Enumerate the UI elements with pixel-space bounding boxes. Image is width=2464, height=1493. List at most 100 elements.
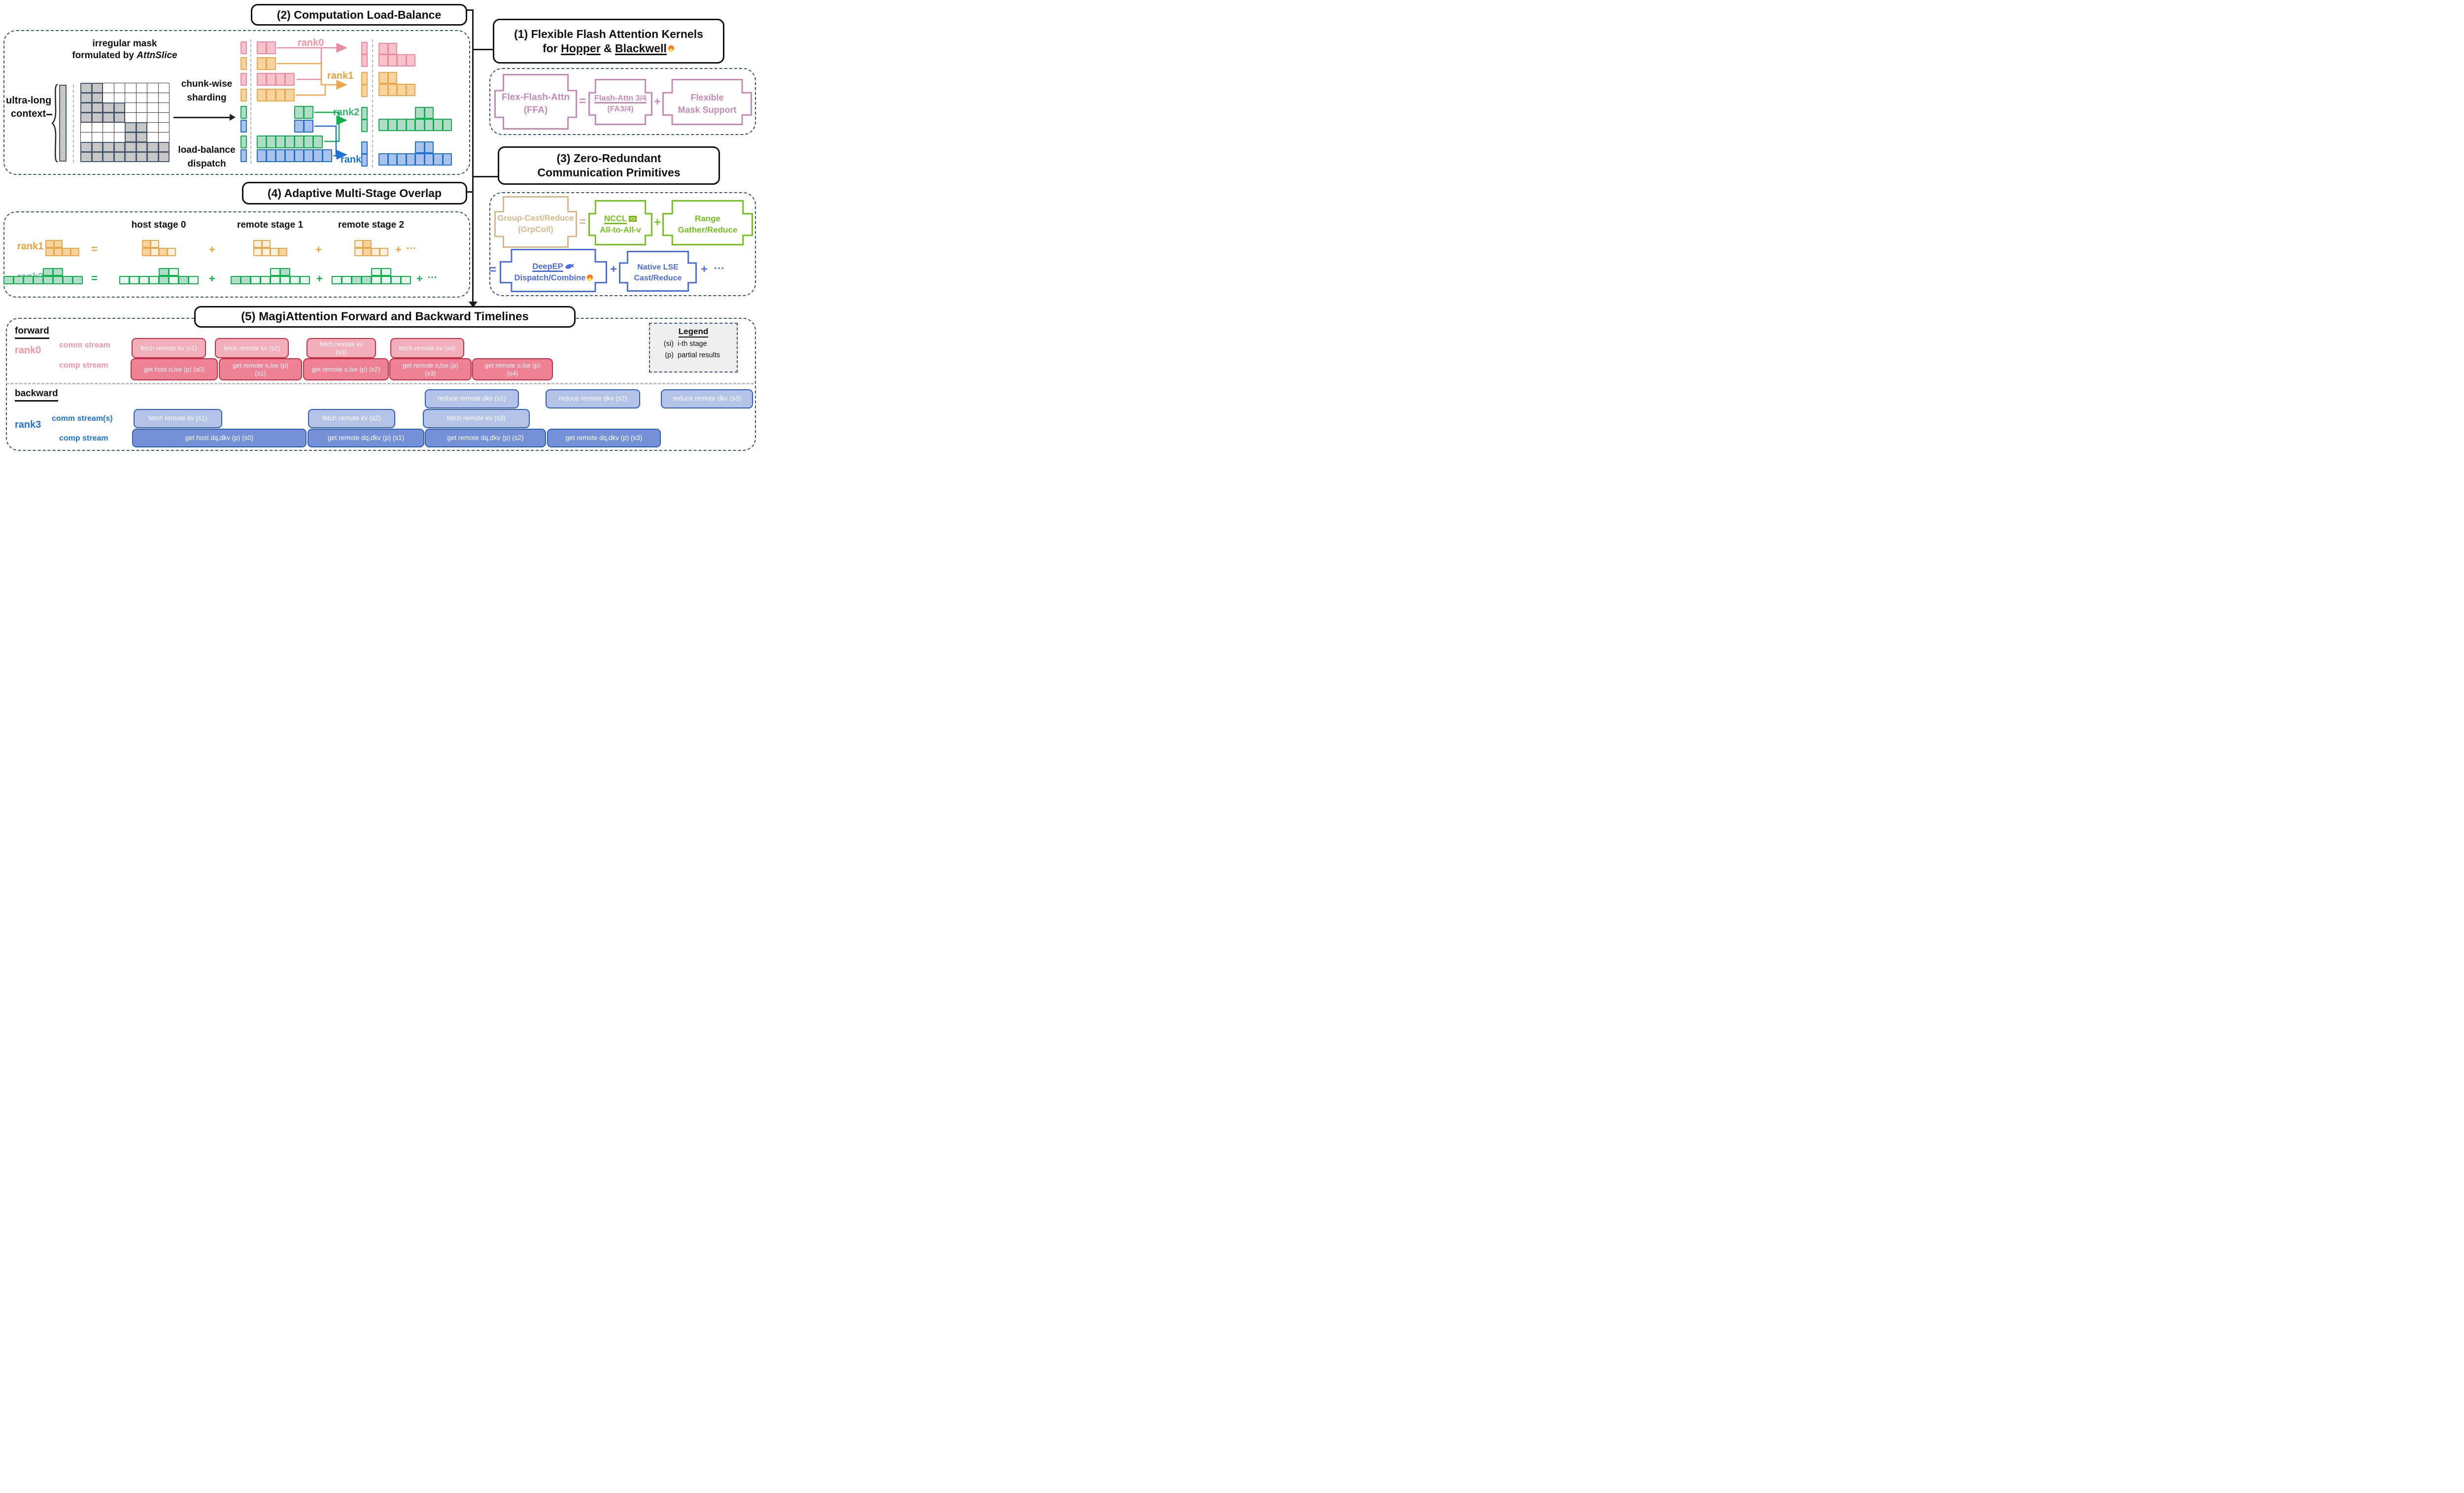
operator-plus: + — [209, 272, 215, 285]
bwd-comp-block-4: get remote dq,dkv (p) (s3) — [547, 429, 661, 447]
mask-cell-attended — [147, 152, 159, 162]
rank2-stage1-bottom-cell — [169, 276, 179, 284]
title-line1: (3) Zero-Redundant — [556, 152, 661, 165]
rank2-stage3-bottom-cell — [401, 276, 411, 284]
dispatched-cell-rank1 — [378, 72, 388, 84]
mask-cell-attended — [91, 152, 103, 162]
fwd-comp-block-5: get remote o,lse (p) (s4) — [472, 358, 553, 380]
rank2-stage1-bottom-cell — [129, 276, 139, 284]
dispatched-cell-rank0 — [378, 54, 388, 67]
rank2-stage2-top-cell — [280, 268, 290, 276]
stage-header-remote2: remote stage 2 — [338, 220, 405, 230]
mask-cell-attended — [136, 152, 147, 162]
fwd-comm-block-1: fetch remote kv (s1) — [132, 338, 206, 358]
connector-line — [474, 176, 498, 177]
fwd-comp-block-2: get remote o,lse (p) (s1) — [219, 358, 302, 380]
mask-cell-attended — [147, 142, 159, 152]
mask-cell-attended — [91, 112, 103, 123]
rank1-stage0-bottom-cell — [54, 248, 63, 256]
context-label-line2: context — [11, 108, 46, 119]
operator-dots: ⋯ — [714, 262, 724, 274]
forward-backward-divider — [6, 383, 754, 384]
dispatched-cell-rank1 — [387, 84, 397, 96]
rank2-stage0-bottom-cell — [3, 276, 14, 284]
chunk-cell-rank3 — [304, 149, 313, 162]
mask-cell-empty — [147, 112, 159, 123]
rank1-stage1-bottom-cell — [142, 248, 151, 256]
dispatched-index-bar-rank2 — [361, 107, 368, 120]
piece-flash-attn-34: Flash-Attn 3/4(FA3/4) — [588, 79, 652, 125]
rank1-stage3-top-cell — [354, 240, 363, 248]
sharding-label-line1: chunk-wise — [181, 79, 233, 89]
dispatched-cell-rank0 — [397, 54, 407, 67]
rank2-stage2-bottom-cell — [290, 276, 300, 284]
operator-plus: + — [395, 243, 402, 256]
rank1-stage3-bottom-cell — [354, 248, 363, 256]
title-text: (2) Computation Load-Balance — [276, 8, 442, 21]
title-line1: (1) Flexible Flash Attention Kernels — [514, 27, 703, 40]
connector-line — [474, 49, 493, 50]
rank1-stage2-top-cell — [253, 240, 262, 248]
dispatched-cell-rank2 — [406, 119, 415, 131]
piece-outline — [662, 200, 753, 245]
rank2-stage2-bottom-cell — [260, 276, 271, 284]
mask-cell-empty — [113, 122, 125, 133]
mask-cell-attended — [80, 102, 92, 113]
deepseek-whale-icon — [565, 264, 574, 269]
mask-cell-attended — [91, 102, 103, 113]
mask-cell-attended — [80, 93, 92, 103]
rank1-stage0-bottom-cell — [62, 248, 71, 256]
rank1-stage2-bottom-cell — [270, 248, 279, 256]
dispatched-cell-rank2 — [397, 119, 407, 131]
mask-cell-attended — [125, 152, 137, 162]
rank1-stage3-bottom-cell — [371, 248, 380, 256]
mask-cell-empty — [136, 102, 147, 113]
chunk-index-bar-rank2 — [240, 136, 247, 148]
piece-label: Group-Cast/Reduce(GrpColl) — [494, 212, 577, 237]
dispatched-index-bar-rank2 — [361, 119, 368, 132]
piece-outline — [494, 74, 577, 130]
piece-label-line: Flexible — [690, 93, 724, 103]
chunk-cell-rank1 — [266, 89, 276, 102]
rank2-stage0-bottom-cell — [72, 276, 83, 284]
mask-cell-empty — [80, 132, 92, 142]
fwd-comm-block-4: fetch remote kv (s4) — [390, 338, 464, 358]
section-ffa-panel — [489, 68, 756, 135]
chunk-index-bar-rank1 — [240, 57, 247, 70]
mask-cell-empty — [125, 112, 137, 123]
mask-cell-empty — [113, 83, 125, 93]
section-load-balance-panel — [3, 30, 470, 175]
fwd-comm-block-2: fetch remote kv (s2) — [215, 338, 289, 358]
dispatched-cell-rank1 — [387, 72, 397, 84]
mask-cell-empty — [147, 122, 159, 133]
operator-plus: + — [315, 243, 322, 256]
rank2-stage3-top-cell — [381, 268, 391, 276]
dispatched-cell-rank2 — [424, 119, 434, 131]
title-zero-redundant-comm: (3) Zero-Redundant Communication Primiti… — [498, 146, 720, 185]
fwd-comp-block-3: get remote o,lse (p) (s2) — [303, 358, 389, 380]
piece-label: Flash-Attn 3/4(FA3/4) — [588, 93, 652, 115]
rank2-stage2-bottom-cell — [270, 276, 280, 284]
dispatched-cell-rank3 — [387, 153, 397, 166]
rank2-stage2-bottom-cell — [280, 276, 290, 284]
rank2-stage3-bottom-cell — [381, 276, 391, 284]
rank2-stage2-bottom-cell — [231, 276, 241, 284]
rank1-stage2-bottom-cell — [262, 248, 271, 256]
mask-cell-attended — [136, 122, 147, 133]
legend-item: (p) partial results — [656, 351, 731, 359]
operator-dots: ⋯ — [427, 272, 437, 283]
chunk-cell-rank2 — [294, 136, 304, 148]
mask-cell-attended — [113, 152, 125, 162]
rank1-stage1-bottom-cell — [150, 248, 159, 256]
dispatched-cell-rank1 — [397, 84, 407, 96]
dispatched-cell-rank0 — [378, 43, 388, 55]
rank2-stage3-bottom-cell — [332, 276, 342, 284]
piece-label-line: DeepEP — [500, 261, 607, 272]
dispatched-cell-rank2 — [415, 107, 425, 119]
chunk-index-bar-rank3 — [240, 120, 247, 133]
bwd-comp-block-2: get remote dq,dkv (p) (s1) — [308, 429, 424, 447]
piece-outline — [662, 79, 752, 125]
mask-cell-empty — [158, 83, 170, 93]
